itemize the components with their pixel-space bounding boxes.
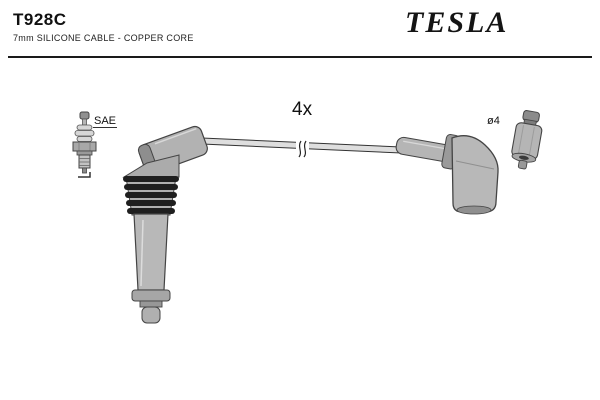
ignition-cable bbox=[201, 137, 402, 158]
spark-plug-icon bbox=[72, 111, 97, 178]
quantity-label: 4x bbox=[292, 99, 313, 120]
part-number: T928C bbox=[13, 10, 67, 29]
header-divider bbox=[8, 56, 592, 58]
terminal-drawing bbox=[511, 110, 543, 170]
diagram-canvas: 4x SAE bbox=[72, 99, 543, 324]
straight-boot-drawing bbox=[122, 125, 208, 324]
tesla-brand-logo: TESLA bbox=[405, 6, 509, 39]
angled-boot-drawing bbox=[395, 134, 499, 215]
cable-spec-subtitle: 7mm SILICONE CABLE - COPPER CORE bbox=[13, 33, 194, 43]
terminal-diameter-label: ø4 bbox=[487, 115, 500, 127]
sae-label: SAE bbox=[94, 115, 116, 127]
cable-break-icon bbox=[296, 137, 309, 158]
